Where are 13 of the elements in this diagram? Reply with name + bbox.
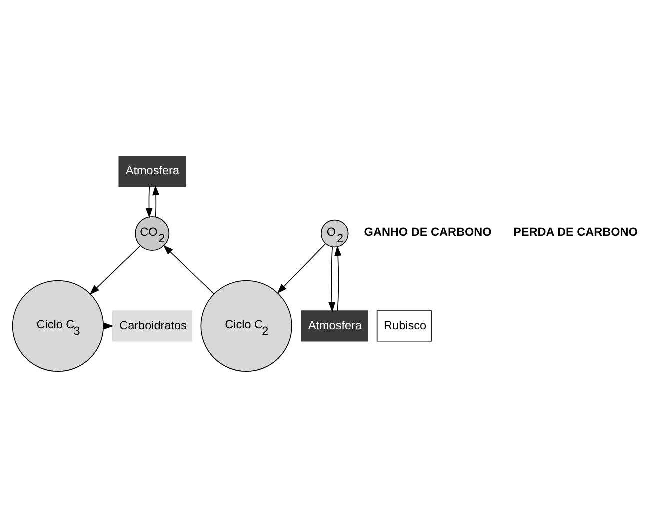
arrow (277, 243, 326, 294)
arrow (328, 246, 336, 312)
node-box: Atmosfera (301, 310, 368, 342)
label: PERDA DE CARBONO (514, 226, 638, 238)
arrow (334, 245, 342, 311)
arrow (163, 244, 215, 294)
node-box: Carboidratos (112, 310, 192, 342)
arrow (146, 186, 153, 218)
label: GANHO DE CARBONO (364, 226, 492, 238)
node-box: Rubisco (376, 310, 432, 342)
arrow (90, 245, 141, 294)
arrow (152, 184, 160, 218)
node-box: Atmosfera (118, 155, 186, 187)
